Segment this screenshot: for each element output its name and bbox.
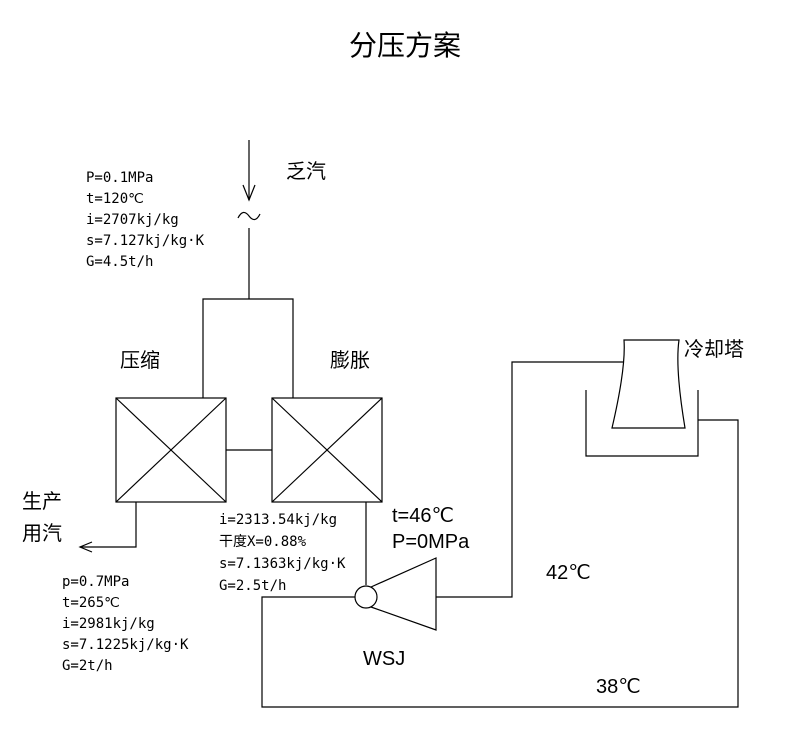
- process-steam-outlet-arrow: [78, 502, 137, 553]
- expander-label: 膨胀: [330, 348, 370, 372]
- process-steam-label: 用汽: [22, 521, 62, 545]
- expander-outlet-param: i=2313.54kj/kg: [219, 512, 337, 528]
- loop-hot-temp: 42℃: [546, 562, 591, 584]
- process-steam-param: p=0.7MPa: [62, 574, 129, 590]
- process-steam-params: p=0.7MPa t=265℃ i=2981kj/kg s=7.1225kj/k…: [62, 574, 189, 674]
- exhaust-label: 乏汽: [286, 159, 326, 183]
- exhaust-param: t=120℃: [86, 191, 144, 207]
- compressor-label: 压缩: [120, 348, 160, 372]
- process-steam-param: t=265℃: [62, 595, 120, 611]
- cooling-tower: [585, 339, 699, 457]
- process-steam-param: s=7.1225kj/kg·K: [62, 637, 189, 653]
- cooling-tower-label: 冷却塔: [684, 337, 744, 361]
- process-steam-param: G=2t/h: [62, 658, 113, 674]
- exhaust-param: s=7.127kj/kg·K: [86, 233, 205, 249]
- process-steam-param: i=2981kj/kg: [62, 616, 155, 632]
- expander-outlet-param: G=2.5t/h: [219, 578, 286, 594]
- wavy-break-symbol: [237, 211, 261, 221]
- condition-temp: t=46℃: [392, 505, 454, 527]
- condition-pressure: P=0MPa: [392, 531, 470, 553]
- expander-outlet-param: s=7.1363kj/kg·K: [219, 556, 346, 572]
- exhaust-param: G=4.5t/h: [86, 254, 153, 270]
- manifold-pipe: [202, 298, 294, 398]
- diagram-title: 分压方案: [349, 29, 461, 62]
- cooling-water-loop: [261, 361, 739, 708]
- expander-outlet-param: 干度X=0.88%: [219, 534, 307, 550]
- compressor-unit: [115, 397, 227, 503]
- exhaust-param: P=0.1MPa: [86, 170, 153, 186]
- expander-unit: [271, 397, 383, 503]
- exhaust-params: P=0.1MPa t=120℃ i=2707kj/kg s=7.127kj/kg…: [86, 170, 205, 270]
- loop-cold-temp: 38℃: [596, 676, 641, 698]
- wsj-ejector: [354, 557, 437, 631]
- exhaust-inlet-arrow: [242, 140, 256, 202]
- expander-outlet-params: i=2313.54kj/kg 干度X=0.88% s=7.1363kj/kg·K…: [219, 512, 346, 594]
- wsj-label: WSJ: [363, 648, 405, 670]
- exhaust-param: i=2707kj/kg: [86, 212, 179, 228]
- process-steam-label: 生产: [22, 489, 62, 513]
